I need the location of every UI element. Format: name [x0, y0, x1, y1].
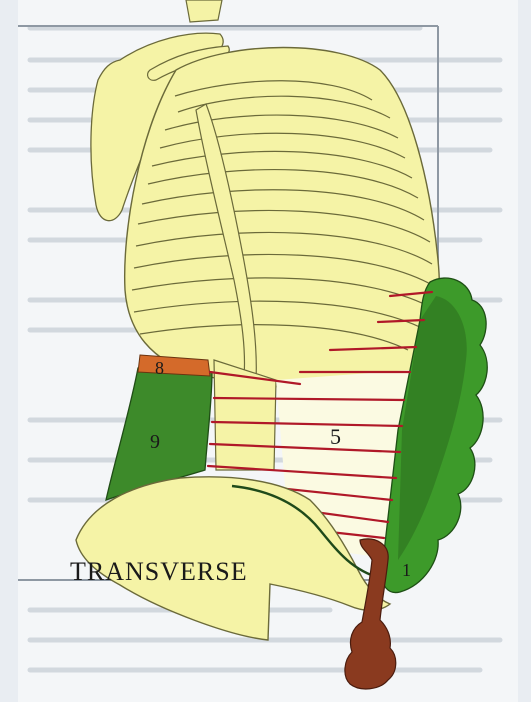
region-label-1: 1 — [402, 560, 411, 580]
region-label-8: 8 — [155, 358, 164, 378]
cervical-spine — [186, 0, 222, 22]
title-label: TRANSVERSE — [70, 557, 248, 586]
region-label-9: 9 — [150, 431, 160, 453]
region-label-5: 5 — [330, 424, 341, 449]
